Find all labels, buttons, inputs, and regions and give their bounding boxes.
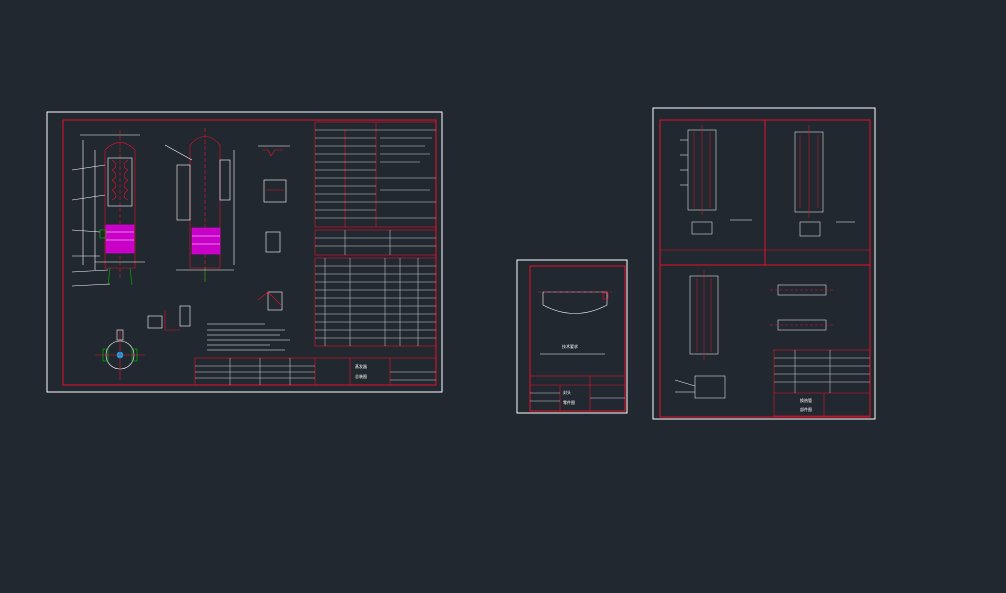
tube-bundle-view-1	[680, 125, 752, 235]
tube-bundle-view-2	[794, 125, 855, 237]
nozzle-detail	[147, 305, 191, 331]
detail-views	[257, 145, 290, 311]
title-block	[529, 375, 626, 412]
title-block-type: 零件图	[563, 399, 575, 405]
title-block	[194, 357, 437, 386]
sheet-border	[516, 259, 628, 414]
title-block-top	[659, 249, 871, 266]
head-section-view	[538, 291, 612, 314]
title-block	[773, 349, 871, 417]
tube-sheet-detail	[674, 270, 834, 399]
note-title: 技术要求	[562, 343, 578, 349]
design-data-table	[314, 121, 437, 228]
flange-plan-view	[95, 329, 145, 380]
sheet-border	[652, 107, 876, 420]
sheet-head-detail[interactable]: 技术要求 封头 零件图	[516, 259, 628, 414]
title-block-name: 换热管	[800, 397, 812, 403]
nozzle-table	[314, 229, 437, 256]
vessel-elevation-right	[164, 128, 235, 282]
title-block-name: 封头	[563, 389, 571, 395]
sheet-assembly[interactable]: 蒸发器 总装图	[46, 111, 443, 393]
sheet-tube-bundle[interactable]: 换热管 部件图	[652, 107, 876, 420]
title-block-type: 部件图	[800, 406, 812, 412]
title-block-type: 总装图	[355, 373, 367, 379]
sheet-border	[46, 111, 443, 393]
drawing-frame	[529, 265, 626, 412]
parts-list-table	[314, 257, 437, 347]
title-block-name: 蒸发器	[355, 363, 367, 369]
technical-notes	[207, 323, 290, 351]
vessel-elevation-left	[71, 130, 145, 287]
